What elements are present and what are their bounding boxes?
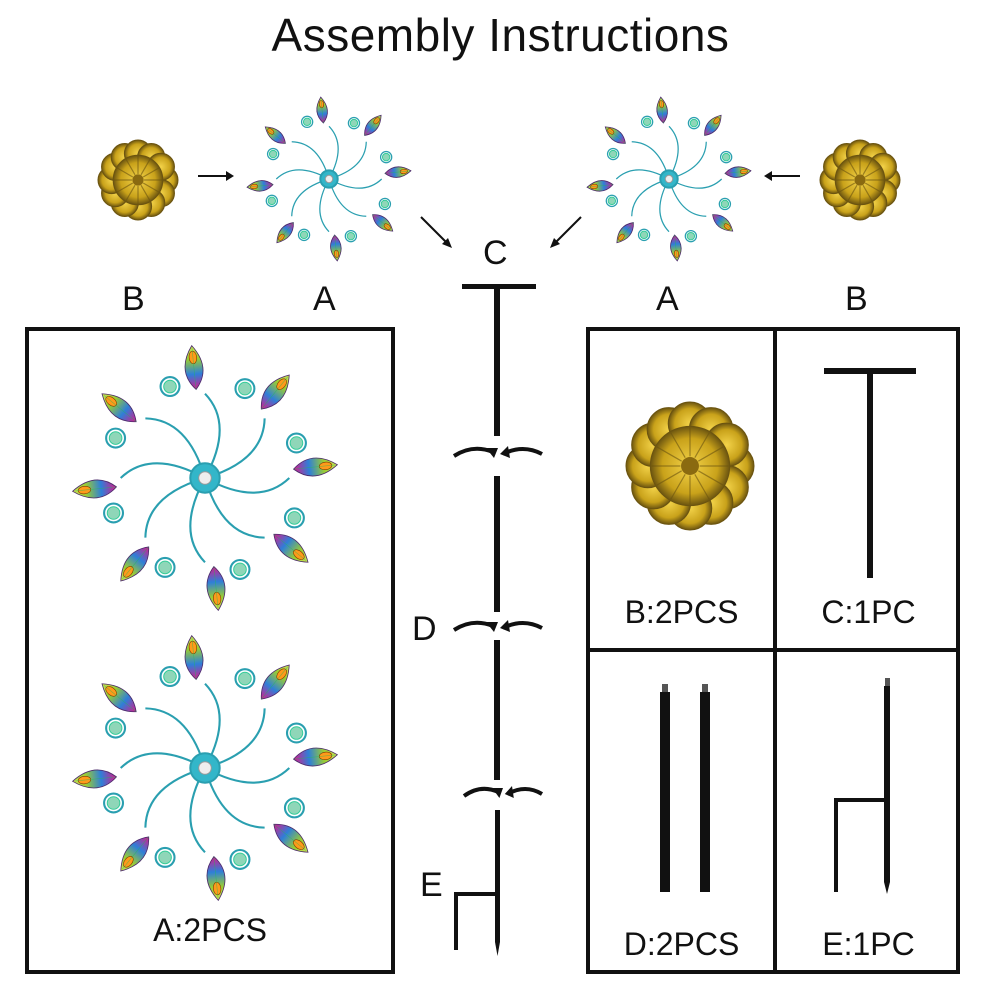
bead [163,379,177,394]
peacock-leaf [292,747,339,767]
top-arrow-right [764,171,800,181]
pinwheel-a-1 [71,344,339,612]
caption-b: B:2PCS [624,594,739,630]
label-b-left: B [122,280,145,318]
label-b-right: B [845,280,868,318]
page-title: Assembly Instructions [271,9,730,61]
peacock-leaf [260,664,290,700]
caption-e: E:1PC [822,926,915,962]
peacock-leaf [246,180,274,192]
bead [289,726,304,740]
top-flower-right [819,139,901,221]
top-pinwheel-right [586,96,752,262]
bead [233,852,247,867]
label-a-right: A [656,280,679,318]
bead [158,850,172,865]
peacock-leaf [670,234,682,262]
peacock-leaf [656,96,668,124]
parts-box-a [25,327,395,974]
bead [299,230,309,240]
label-c: C [483,234,508,272]
bead [233,562,247,577]
bead [607,196,617,206]
bead [268,149,278,159]
bead [720,199,730,209]
peacock-leaf [273,823,309,853]
peacock-leaf [101,393,137,423]
label-a-left: A [313,280,336,318]
top-arrow-left [198,171,234,181]
rotate-arrows-icon [452,620,543,632]
bead [106,796,121,810]
bead [289,436,304,450]
peacock-leaf [276,222,294,244]
rotate-arrows-icon [462,786,544,798]
label-e: E [420,866,443,904]
peacock-leaf [120,546,150,582]
peacock-leaf [316,96,328,124]
peacock-leaf [184,634,204,681]
bead [106,506,121,520]
bead [287,511,302,525]
peacock-leaf [206,565,226,612]
bead [686,231,696,241]
top-arrow-diag-left [420,216,452,248]
pinwheel-a-2 [71,634,339,902]
peacock-leaf [704,114,722,136]
peacock-leaf [264,126,286,144]
bead [380,199,390,209]
caption-c: C:1PC [821,594,916,630]
part-e-stake [834,678,890,894]
caption-d: D:2PCS [623,926,740,962]
bead [108,431,123,445]
part-b-flower [625,401,755,531]
peacock-leaf [260,374,290,410]
peacock-leaf [206,855,226,902]
bead [349,118,359,128]
peacock-leaf [586,180,614,192]
peacock-leaf [372,214,394,232]
top-flower-left [97,139,179,221]
part-c-tbar [824,368,916,578]
peacock-leaf [71,769,118,789]
part-d-poles [660,684,710,892]
peacock-leaf [292,457,339,477]
bead [381,152,391,162]
peacock-leaf [724,166,752,178]
peacock-leaf [330,234,342,262]
bead [238,381,252,396]
peacock-leaf [604,126,626,144]
bead [639,230,649,240]
bead [346,231,356,241]
bead [163,669,177,684]
bead [287,801,302,815]
caption-a: A:2PCS [153,912,267,948]
bead [302,117,312,127]
bead [689,118,699,128]
peacock-leaf [616,222,634,244]
peacock-leaf [184,344,204,391]
top-arrow-diag-right [550,216,582,248]
bead [267,196,277,206]
rotate-arrows-icon [452,446,543,458]
grid-divider-h [586,648,960,652]
peacock-leaf [71,479,118,499]
peacock-leaf [384,166,412,178]
bead [642,117,652,127]
bead [608,149,618,159]
bead [238,671,252,686]
label-d: D [412,610,437,648]
peacock-leaf [120,836,150,872]
peacock-leaf [364,114,382,136]
peacock-leaf [712,214,734,232]
peacock-leaf [273,533,309,563]
bead [721,152,731,162]
peacock-leaf [101,683,137,713]
assembly-pole [454,284,536,956]
bead [108,721,123,735]
top-pinwheel-left [246,96,412,262]
bead [158,560,172,575]
